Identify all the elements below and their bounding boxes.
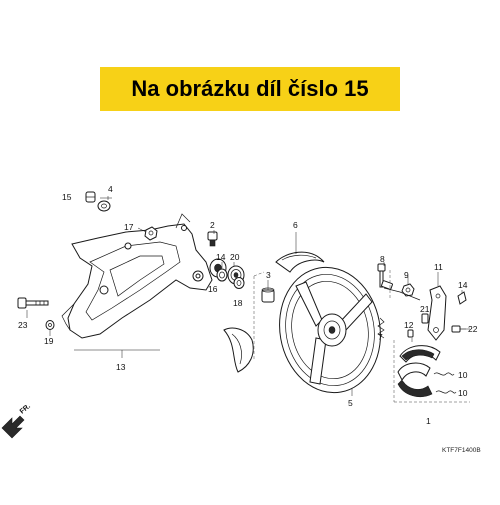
part-18-seal[interactable] [233,277,245,289]
callout-20: 20 [230,252,240,262]
part-10-spring-b[interactable] [435,390,457,394]
part-17-nut[interactable] [144,226,158,241]
part-5-wheel[interactable] [270,259,390,400]
part-23-bolt[interactable] [17,297,49,309]
front-direction-arrow: FR. [1,403,32,439]
swing-arm[interactable] [61,213,213,339]
part-11-brake-arm[interactable] [427,285,447,341]
part-1-brake-shoe-upper[interactable] [399,345,441,363]
part-9-nut[interactable] [401,283,415,297]
callout-8: 8 [380,254,385,264]
callout-11: 11 [434,262,443,272]
callout-10b: 10 [458,388,468,398]
callout-15: 15 [62,192,72,202]
direction-label: FR. [19,403,32,416]
callout-23: 23 [18,320,28,330]
callout-19: 19 [44,336,54,346]
part-6-tire-top[interactable] [275,251,325,273]
callout-16: 16 [208,284,218,294]
callout-14b: 14 [458,280,468,290]
callout-9: 9 [404,270,409,280]
part-4-collar[interactable] [97,200,111,212]
part-3-collar[interactable] [261,287,275,303]
callout-13: 13 [116,362,126,372]
part-12-pin[interactable] [407,329,414,338]
callout-18: 18 [233,298,243,308]
callout-21: 21 [420,304,430,314]
callout-22: 22 [468,324,478,334]
callout-17: 17 [124,222,134,232]
banner-text: Na obrázku díl číslo 15 [131,76,369,101]
part-16-seal[interactable] [216,268,228,282]
callout-1: 1 [426,416,431,426]
part-15-bushing[interactable] [85,191,96,203]
callout-10a: 10 [458,370,468,380]
callout-6: 6 [293,220,298,230]
part-21-washer[interactable] [421,313,429,324]
part-10-spring-a[interactable] [433,372,455,376]
callout-12: 12 [404,320,414,330]
callout-14: 14 [216,252,226,262]
part-1-brake-shoe-lower[interactable] [397,362,433,397]
part-8-bolt[interactable] [377,263,386,288]
callout-4: 4 [108,184,113,194]
part-banner: Na obrázku díl číslo 15 [100,67,400,111]
callout-3: 3 [266,270,271,280]
part-19-washer[interactable] [45,320,55,330]
part-6-tire-bottom[interactable] [223,327,254,373]
leader-lines [26,196,470,403]
callout-numbers: 15 4 17 2 14 20 16 18 3 6 23 19 13 5 8 9… [18,184,478,426]
callout-7: 7 [378,332,383,342]
callout-5: 5 [348,398,353,408]
callout-2: 2 [210,220,215,230]
diagram-code: KTF7F1400B [442,447,481,454]
part-2-bolt[interactable] [207,231,218,247]
brake-rod[interactable] [381,280,421,301]
part-22-bolt[interactable] [451,325,466,333]
part-7-spring[interactable] [377,317,385,339]
